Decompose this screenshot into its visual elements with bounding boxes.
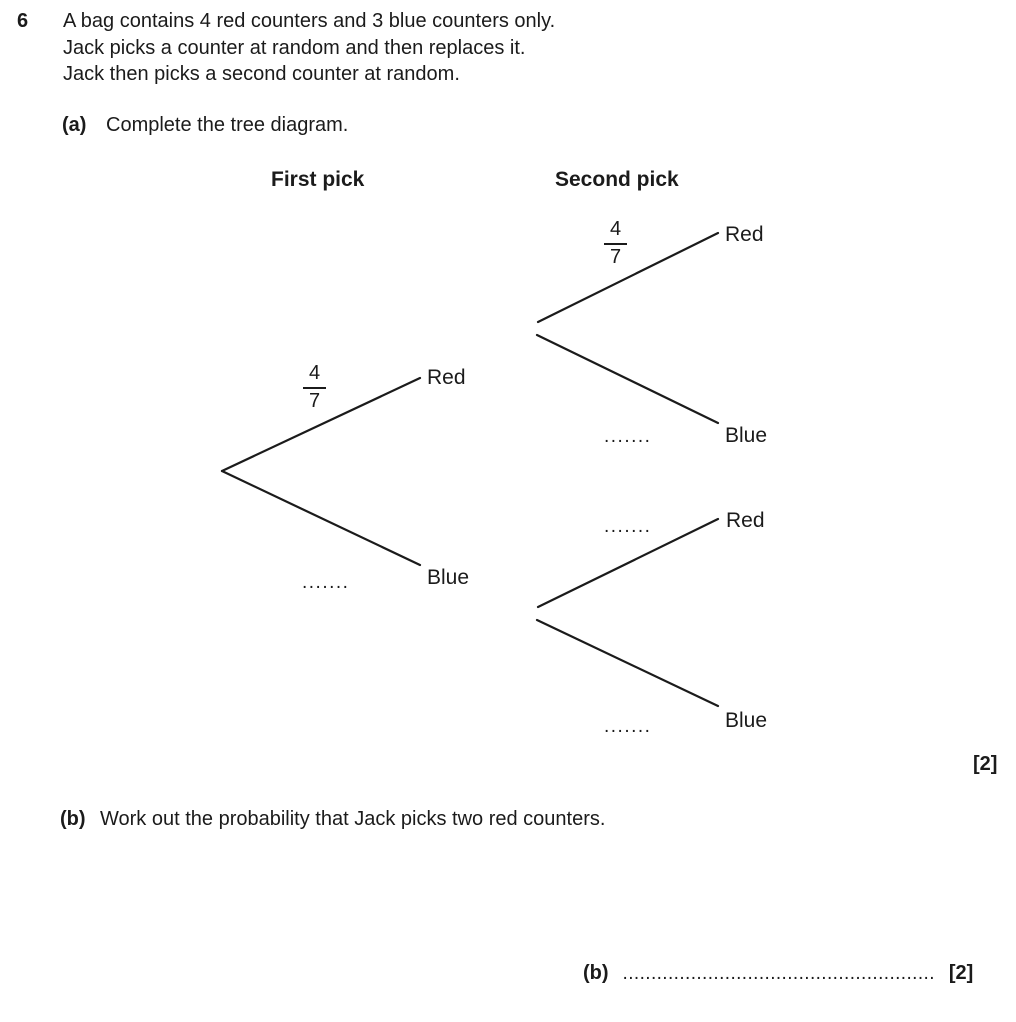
question-number: 6 [17, 10, 29, 32]
intro-line-3: Jack then picks a second counter at rand… [63, 63, 460, 85]
fraction-denominator: 7 [610, 245, 622, 268]
part-a-text: Complete the tree diagram. [106, 114, 349, 136]
first-pick-red-probability-fraction: 4 7 [303, 362, 327, 412]
answer-dotted-line: ........................................… [622, 963, 935, 984]
part-b-marks: [2] [948, 962, 974, 984]
first-pick-header: First pick [271, 168, 365, 191]
branch-red-red [536, 231, 720, 324]
second-pick-red-blue-label: Blue [725, 424, 768, 447]
branch-red-blue [535, 333, 720, 425]
second-pick-red-red-probability-fraction: 4 7 [604, 218, 628, 268]
fraction-numerator: 4 [604, 218, 628, 245]
branch-first-blue [220, 469, 422, 567]
first-pick-blue-probability-placeholder: ....... [302, 572, 350, 593]
first-pick-blue-label: Blue [427, 566, 470, 589]
fraction-numerator: 4 [303, 362, 327, 389]
part-a-marks: [2] [973, 753, 998, 775]
part-a-label: (a) [62, 114, 87, 136]
branch-blue-blue [535, 618, 720, 708]
part-b-text: Work out the probability that Jack picks… [100, 808, 606, 830]
answer-prefix: (b) [583, 962, 609, 984]
part-b-answer-line: (b) ....................................… [583, 960, 973, 987]
intro-line-2: Jack picks a counter at random and then … [63, 36, 526, 59]
intro-line-1: A bag contains 4 red counters and 3 blue… [63, 10, 556, 32]
fraction-denominator: 7 [309, 389, 321, 412]
first-pick-red-label: Red [427, 366, 466, 389]
second-pick-red-blue-probability-placeholder: ....... [604, 426, 652, 447]
part-b-label: (b) [60, 808, 86, 830]
second-pick-header: Second pick [555, 168, 679, 191]
second-pick-blue-red-probability-placeholder: ....... [604, 516, 652, 537]
second-pick-red-red-label: Red [725, 223, 764, 246]
second-pick-blue-blue-label: Blue [725, 709, 768, 732]
second-pick-blue-red-label: Red [726, 509, 765, 532]
second-pick-blue-blue-probability-placeholder: ....... [604, 716, 652, 737]
question-intro: A bag contains 4 red counters and 3 blue… [63, 8, 555, 88]
